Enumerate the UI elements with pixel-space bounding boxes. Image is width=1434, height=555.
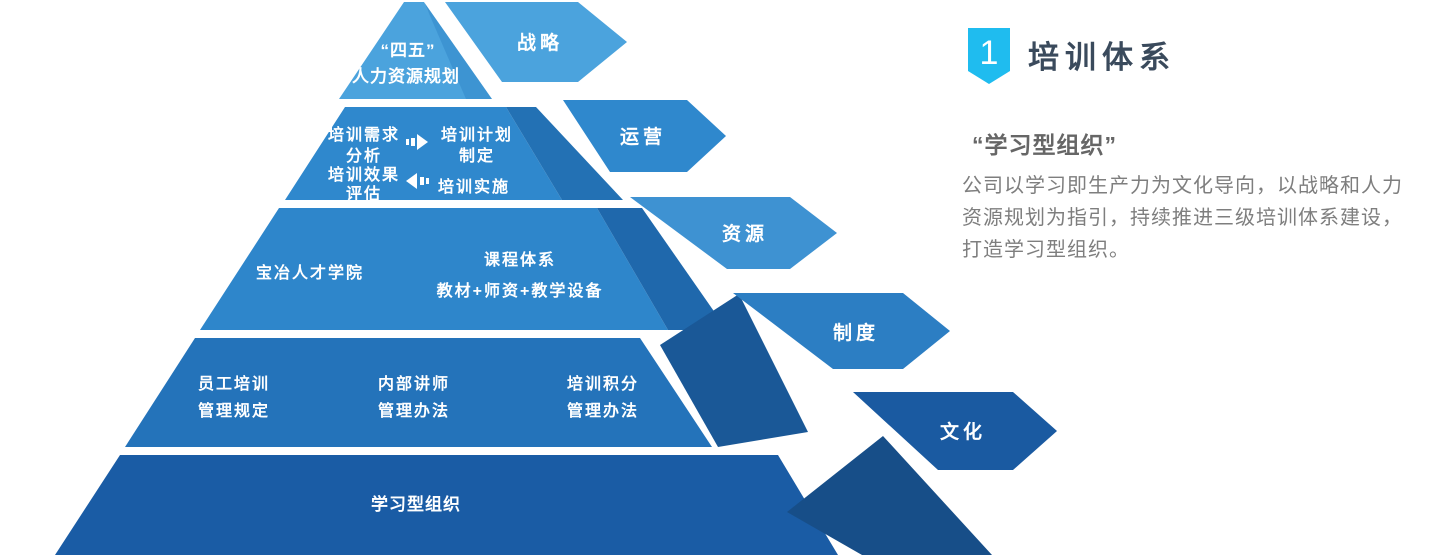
level-3-center-line2: 教材+师资+教学设备 <box>437 281 604 300</box>
level-2-cell2-line2: 制定 <box>459 146 495 165</box>
level-1-banner-label: 战略 <box>517 31 563 54</box>
level-2-banner-label: 运营 <box>620 125 666 148</box>
level-4-banner-arrow <box>733 293 950 369</box>
section-subtitle: “学习型组织” <box>972 132 1117 158</box>
level-2-cell3-line1: 培训效果 <box>328 165 400 184</box>
level-4-banner-label: 制度 <box>833 321 879 344</box>
level-4-col3-line2: 管理办法 <box>567 401 639 420</box>
level-5-base-label: 学习型组织 <box>371 494 461 514</box>
level-3-left-label: 宝冶人才学院 <box>256 263 364 282</box>
level-1-banner-arrow <box>445 2 627 82</box>
level-4-col1-line1: 员工培训 <box>198 374 270 393</box>
level-2-fold-shape <box>506 107 623 200</box>
level-4-col2-line1: 内部讲师 <box>378 374 450 393</box>
pyramid-level-1: 战略 “四五” 人力资源规划 <box>339 2 627 99</box>
flow-arrow-right-icon <box>406 134 428 150</box>
section-title: 培训体系 <box>1028 40 1176 75</box>
level-3-banner-arrow <box>630 197 837 269</box>
level-5-banner-label: 文化 <box>940 420 986 443</box>
level-3-banner-label: 资源 <box>722 222 768 245</box>
level-4-fold-shape <box>660 294 808 447</box>
pyramid-level-5: 文化 学习型组织 <box>55 392 1057 555</box>
level-4-body-shape <box>125 338 712 447</box>
pyramid-level-4: 制度 员工培训 管理规定 内部讲师 管理办法 培训积分 管理办法 <box>125 293 950 447</box>
level-4-col3-line1: 培训积分 <box>567 374 639 393</box>
level-3-center-line1: 课程体系 <box>484 250 556 269</box>
level-3-fold-shape <box>597 208 727 330</box>
pyramid-level-3: 资源 宝冶人才学院 课程体系 教材+师资+教学设备 <box>200 197 837 330</box>
section-paragraph-line3: 打造学习型组织。 <box>962 238 1130 261</box>
section-number: 1 <box>980 34 999 72</box>
level-1-text-line1: “四五” <box>381 41 436 60</box>
pyramid-level-2: 运营 培训需求 分析 培训计划 制定 培训效果 评估 培训实施 <box>285 100 726 203</box>
level-4-col1-line2: 管理规定 <box>198 401 270 420</box>
level-4-col2-line2: 管理办法 <box>378 401 450 420</box>
section-paragraph-line1: 公司以学习即生产力为文化导向，以战略和人力 <box>962 174 1403 197</box>
level-5-fold-shape <box>787 436 992 555</box>
section-header: 1 培训体系 “学习型组织” 公司以学习即生产力为文化导向，以战略和人力 资源规… <box>962 28 1403 261</box>
level-2-banner-arrow <box>563 100 726 172</box>
level-2-body-shape <box>285 107 562 200</box>
section-paragraph-line2: 资源规划为指引，持续推进三级培训体系建设， <box>962 206 1403 229</box>
level-2-cell1-line1: 培训需求 <box>328 125 400 144</box>
level-2-cell1-line2: 分析 <box>346 146 382 165</box>
section-number-badge <box>968 28 1010 84</box>
level-1-body-shape <box>339 2 468 99</box>
level-2-cell3-line2: 评估 <box>346 184 382 203</box>
level-1-text-line2: 人力资源规划 <box>352 66 460 86</box>
level-5-banner-arrow <box>853 392 1057 470</box>
flow-arrow-left-icon <box>406 173 429 189</box>
level-1-fold-shape <box>424 2 492 99</box>
level-5-body-shape <box>55 455 838 555</box>
level-3-body-shape <box>200 208 668 330</box>
level-2-cell4: 培训实施 <box>438 177 510 196</box>
level-2-cell2-line1: 培训计划 <box>441 125 513 144</box>
